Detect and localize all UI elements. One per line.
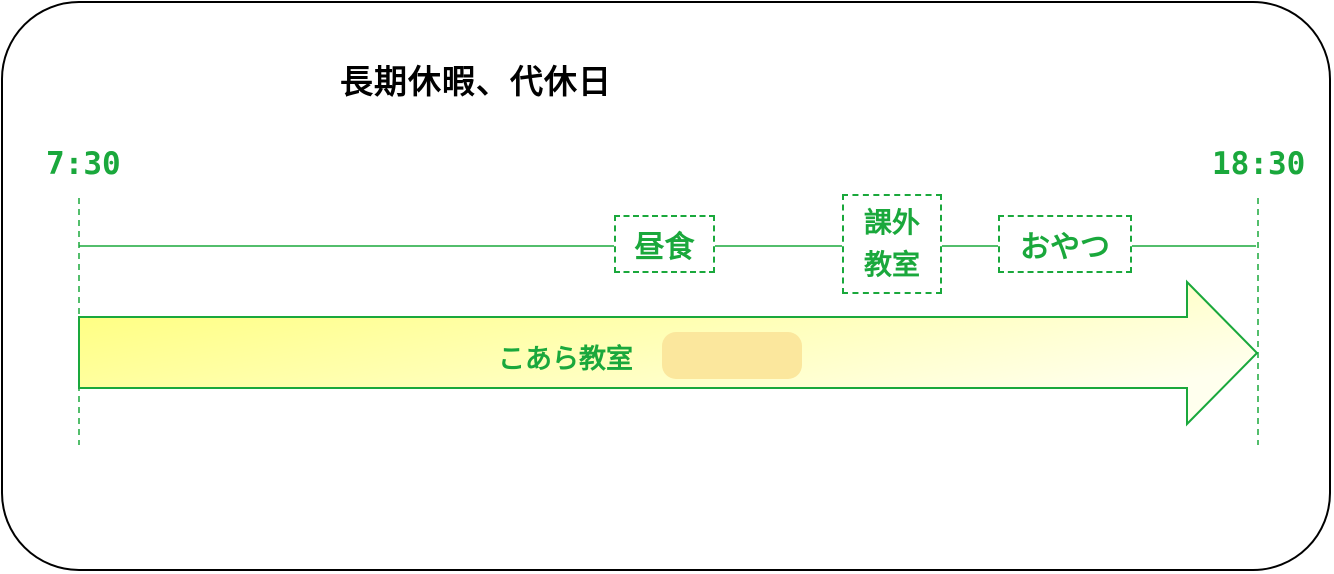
start-time-label: 7:30 bbox=[46, 146, 121, 182]
diagram-title: 長期休暇、代休日 bbox=[340, 62, 612, 101]
event-snack: おやつ bbox=[998, 215, 1132, 273]
event-extracurricular: 課外教室 bbox=[842, 194, 942, 294]
arrow-label: こあら教室 bbox=[498, 344, 633, 375]
event-lunch: 昼食 bbox=[614, 215, 715, 273]
event-extracurricular-label: 課外教室 bbox=[863, 206, 920, 281]
end-time-label: 18:30 bbox=[1212, 146, 1306, 182]
event-snack-label: おやつ bbox=[1020, 230, 1110, 265]
event-lunch-label: 昼食 bbox=[634, 230, 695, 265]
redacted-area bbox=[662, 332, 802, 379]
